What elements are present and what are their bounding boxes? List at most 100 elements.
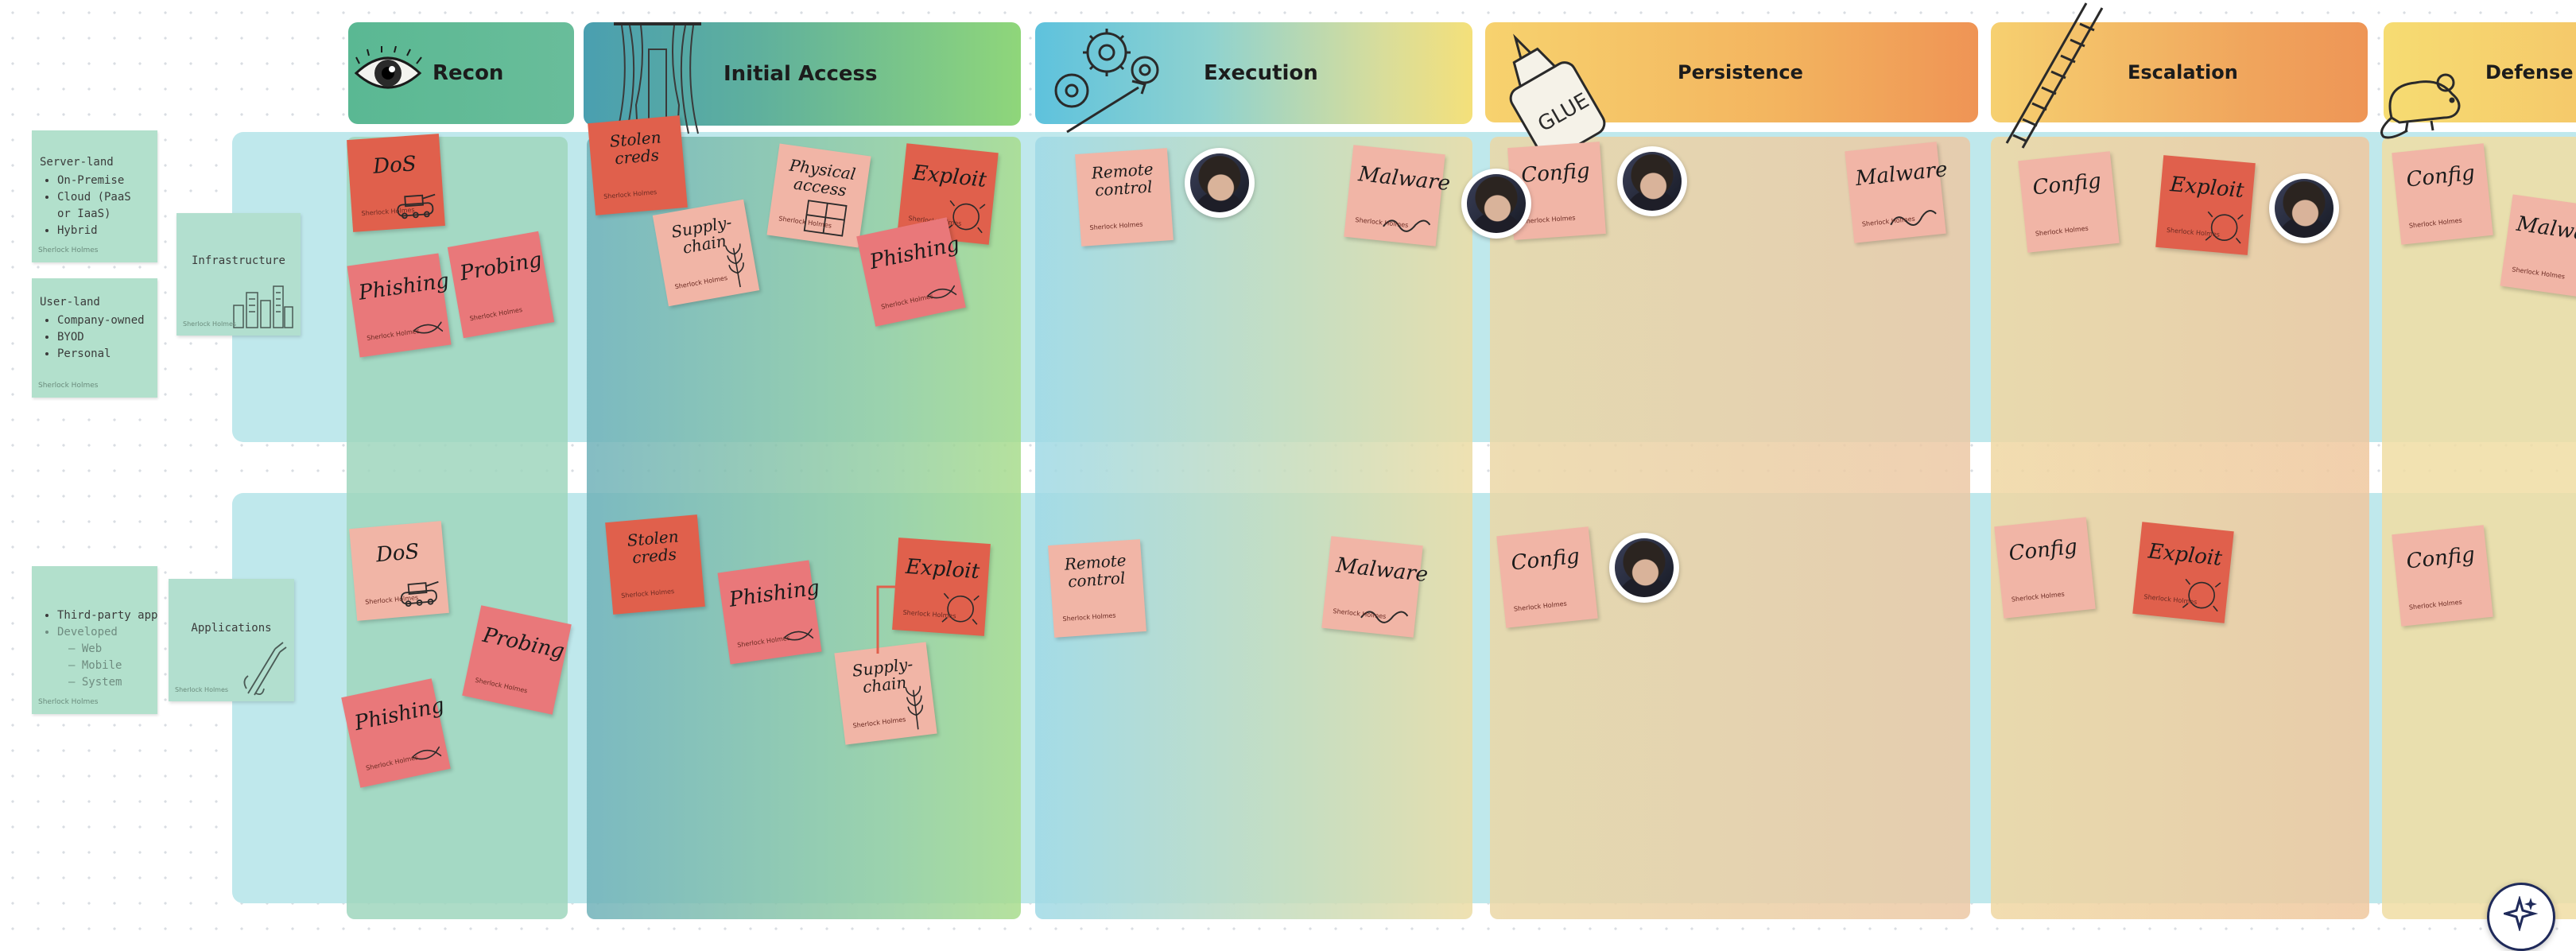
avatar	[2275, 179, 2334, 238]
header-persistence[interactable]: GLUE Persistence	[1485, 22, 1978, 161]
header-initial-access[interactable]: Initial Access	[584, 22, 1021, 134]
note-author: Sherlock Holmes	[1513, 600, 1568, 613]
fish-hook-icon	[783, 628, 814, 641]
column-title: Recon	[433, 61, 504, 85]
note-text: Config	[1510, 544, 1581, 576]
user-land-note[interactable]: User-land Company-owned BYOD Personal Sh…	[32, 278, 157, 398]
note-author: Sherlock Holmes	[1522, 214, 1576, 226]
column-title: Initial Access	[724, 62, 878, 86]
avatar	[1467, 174, 1526, 233]
sticky-note-dos[interactable]: DoS Sherlock Holmes	[347, 134, 445, 232]
collaborator-avatar[interactable]	[1185, 148, 1255, 218]
sticky-note-physical-access[interactable]: Physical access Sherlock Holmes	[766, 143, 871, 248]
header-execution[interactable]: Execution	[1035, 22, 1472, 134]
note-author: Sherlock Holmes	[175, 686, 229, 693]
sticky-note-config[interactable]: Config Sherlock Holmes	[2018, 151, 2120, 253]
sticky-note-remote-control[interactable]: Remote control Sherlock Holmes	[1075, 148, 1174, 246]
sticky-note-exploit[interactable]: Exploit Sherlock Holmes	[892, 538, 991, 636]
bug-icon	[946, 200, 986, 234]
sticky-note-malware[interactable]: Malware Sherlock Holmes	[2500, 194, 2576, 299]
server-land-note[interactable]: Server-land On-Premise Cloud (PaaS or Ia…	[32, 130, 157, 262]
category-infrastructure[interactable]: Infrastructure Sherlock Holmes	[177, 213, 301, 336]
tank-icon	[397, 193, 436, 219]
list-item: Mobile	[78, 658, 157, 674]
collaborator-avatar[interactable]	[1461, 169, 1531, 239]
sticky-note-stolen-creds[interactable]: Stolen creds Sherlock Holmes	[605, 514, 705, 615]
note-text: Malware	[1334, 553, 1430, 588]
sticky-note-probing[interactable]: Probing Sherlock Holmes	[447, 231, 555, 339]
sticky-note-phishing[interactable]: Phishing Sherlock Holmes	[347, 253, 452, 358]
note-author: Sherlock Holmes	[2511, 266, 2566, 281]
note-text: Malware	[1356, 162, 1452, 196]
note-text: Exploit	[905, 554, 980, 584]
user-land-title: User-land	[40, 296, 100, 309]
list-item: On-Premise	[57, 173, 157, 189]
sticky-note-exploit[interactable]: Exploit Sherlock Holmes	[897, 143, 999, 245]
note-text: Physical access	[788, 155, 857, 200]
sticky-note-stolen-creds[interactable]: Stolen creds Sherlock Holmes	[588, 115, 688, 215]
assistant-button[interactable]	[2487, 883, 2555, 951]
note-author: Sherlock Holmes	[474, 676, 529, 695]
note-text: Config	[2405, 161, 2477, 192]
sticky-note-remote-control[interactable]: Remote control Sherlock Holmes	[1048, 539, 1146, 638]
note-text: Stolen creds	[626, 526, 680, 568]
sticky-note-exploit[interactable]: Exploit Sherlock Holmes	[2155, 155, 2256, 255]
note-text: Config	[2008, 534, 2079, 566]
note-author: Sherlock Holmes	[2035, 224, 2089, 238]
note-text: Config	[1520, 159, 1591, 188]
sparkle-icon	[2504, 896, 2539, 931]
sticky-note-config[interactable]: Config Sherlock Holmes	[1994, 517, 2096, 619]
note-author: Sherlock Holmes	[2408, 216, 2463, 230]
note-text: Exploit	[2169, 173, 2245, 204]
avatar	[1615, 538, 1674, 597]
note-text: Phishing	[867, 232, 962, 275]
sticky-note-malware[interactable]: Malware Sherlock Holmes	[1845, 142, 1949, 243]
list-item: System	[78, 674, 157, 691]
sticky-note-supply-chain[interactable]: Supply-chain Sherlock Holmes	[652, 199, 760, 307]
note-author: Sherlock Holmes	[38, 246, 99, 254]
sticky-note-probing[interactable]: Probing Sherlock Holmes	[462, 605, 572, 715]
note-author: Sherlock Holmes	[38, 382, 99, 390]
note-text: Malware	[2515, 212, 2576, 249]
bug-icon	[941, 592, 980, 625]
grabber-claw-icon	[243, 642, 287, 696]
sticky-note-config[interactable]: Config Sherlock Holmes	[2392, 143, 2493, 245]
note-text: Malware	[1854, 157, 1949, 192]
note-author: Sherlock Holmes	[183, 320, 237, 328]
sticky-note-phishing[interactable]: Phishing Sherlock Holmes	[341, 678, 451, 788]
column-title: Escalation	[2128, 61, 2238, 83]
note-author: Sherlock Holmes	[852, 716, 906, 730]
worm-icon	[1890, 210, 1937, 226]
header-escalation[interactable]: Escalation	[1991, 2, 2368, 149]
note-author: Sherlock Holmes	[38, 698, 99, 706]
list-item: BYOD	[57, 329, 157, 346]
sticky-note-dos[interactable]: DoS Sherlock Holmes	[349, 521, 449, 621]
sticky-note-phishing[interactable]: Phishing Sherlock Holmes	[717, 560, 822, 665]
window-icon	[803, 200, 848, 237]
sticky-note-malware[interactable]: Malware Sherlock Holmes	[1344, 145, 1452, 246]
list-item: Cloud (PaaS or IaaS)	[57, 189, 145, 223]
collaborator-avatar[interactable]	[1617, 146, 1687, 216]
list-item: Personal	[57, 346, 157, 363]
note-text: DoS	[374, 539, 421, 568]
applications-list-note[interactable]: Third-party app Developed Web Mobile Sys…	[32, 566, 157, 714]
header-recon[interactable]: Recon	[348, 22, 574, 124]
connector-arrow	[876, 579, 912, 654]
sticky-note-malware[interactable]: Malware Sherlock Holmes	[1321, 536, 1430, 638]
sticky-note-supply-chain[interactable]: Supply-chain Sherlock Holmes	[834, 642, 937, 745]
column-title: Defense Ev	[2485, 61, 2576, 83]
sticky-note-exploit[interactable]: Exploit Sherlock Holmes	[2132, 522, 2234, 623]
sticky-note-config[interactable]: Config Sherlock Holmes	[2392, 525, 2493, 627]
server-land-title: Server-land	[40, 156, 114, 169]
header-defense-evasion[interactable]: Defense Ev	[2380, 22, 2576, 139]
collaborator-avatar[interactable]	[1609, 533, 1679, 603]
note-text: Stolen creds	[608, 127, 662, 169]
sticky-note-config[interactable]: Config Sherlock Holmes	[1496, 526, 1598, 628]
list-item: Company-owned	[57, 312, 157, 329]
column-body-persistence	[1490, 137, 1970, 919]
sticky-note-phishing[interactable]: Phishing Sherlock Holmes	[856, 217, 966, 327]
note-text: Config	[2405, 542, 2477, 574]
collaborator-avatar[interactable]	[2269, 173, 2339, 243]
category-applications[interactable]: Applications Sherlock Holmes	[169, 579, 294, 701]
note-author: Sherlock Holmes	[1089, 220, 1143, 232]
